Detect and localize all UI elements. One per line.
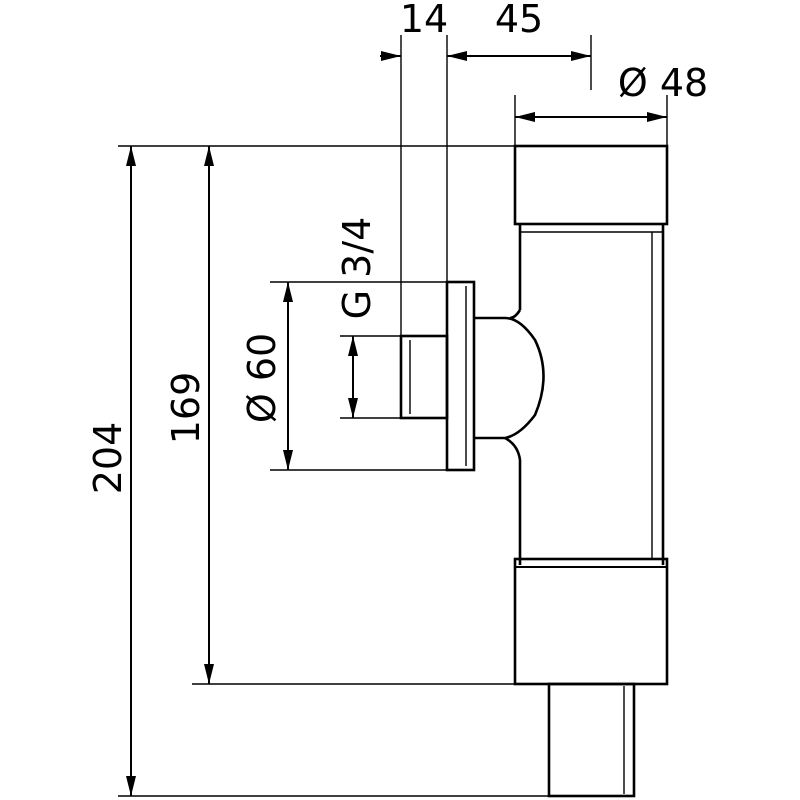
lower-band <box>513 557 669 686</box>
dimension-labels: 14 45 Ø 48 204 169 Ø 60 G 3/4 <box>86 0 708 494</box>
top-cap <box>513 144 669 226</box>
label-thread: G 3/4 <box>335 217 379 320</box>
main-cylinder <box>518 224 665 565</box>
extension-lines <box>118 35 668 797</box>
neck-joint-top <box>509 309 522 320</box>
valve-body <box>474 144 669 798</box>
label-dia48: Ø 48 <box>618 61 708 105</box>
label-169: 169 <box>164 372 208 445</box>
label-dia60: Ø 60 <box>240 333 284 423</box>
dimension-lines <box>126 51 667 796</box>
neck-joint-bottom <box>504 436 522 461</box>
wall-flange <box>399 280 476 472</box>
thread-connector <box>399 334 449 420</box>
label-45: 45 <box>495 0 543 41</box>
outlet-spout <box>547 682 636 798</box>
label-204: 204 <box>86 422 130 495</box>
connection-neck <box>474 316 545 440</box>
label-14: 14 <box>400 0 448 41</box>
rosette-plate <box>445 280 476 472</box>
